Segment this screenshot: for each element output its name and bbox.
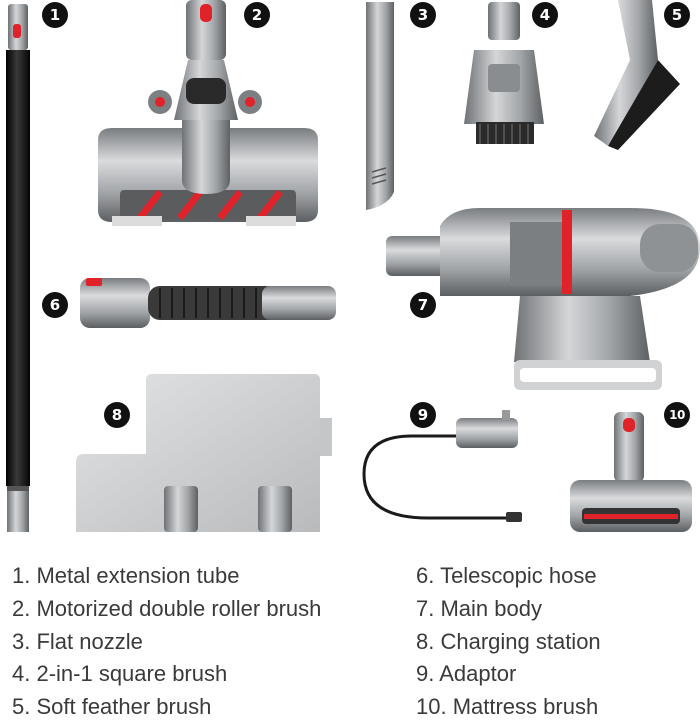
- telescopic-hose: [80, 278, 336, 328]
- legend-item: 2. Motorized double roller brush: [12, 595, 322, 621]
- legend-item: 4. 2-in-1 square brush: [12, 661, 228, 687]
- legend-item: 3. Flat nozzle: [12, 628, 143, 654]
- badge-5: 5: [664, 2, 690, 28]
- product-illustration: [6, 0, 700, 532]
- charging-station: [76, 374, 332, 532]
- badge-label: 2: [251, 5, 263, 24]
- badge-1: 1: [42, 2, 68, 28]
- square-brush: [464, 2, 544, 144]
- legend-column-right: 6. Telescopic hose 7. Main body 8. Charg…: [416, 560, 601, 724]
- legend-item: 5. Soft feather brush: [12, 694, 212, 720]
- mattress-brush: [570, 412, 692, 532]
- motorized-roller-brush: [98, 0, 318, 226]
- legend-item: 10. Mattress brush: [416, 694, 599, 720]
- badge-label: 3: [417, 5, 429, 24]
- badge-4: 4: [532, 2, 558, 28]
- legend-item: 9. Adaptor: [416, 661, 517, 687]
- main-body: [386, 208, 700, 390]
- badge-9: 9: [410, 402, 436, 428]
- badge-8: 8: [104, 402, 130, 428]
- parts-legend: 1. Metal extension tube 2. Motorized dou…: [0, 560, 700, 719]
- badge-label: 9: [417, 405, 429, 424]
- legend-column-left: 1. Metal extension tube 2. Motorized dou…: [12, 560, 321, 724]
- badge-6: 6: [42, 292, 68, 318]
- badge-3: 3: [410, 2, 436, 28]
- badge-2: 2: [244, 2, 270, 28]
- flat-nozzle: [366, 2, 394, 210]
- feather-brush: [594, 0, 680, 150]
- badge-label: 7: [417, 295, 429, 314]
- badge-10: 10: [664, 402, 690, 428]
- badge-label: 10: [669, 408, 685, 422]
- legend-item: 7. Main body: [416, 595, 542, 621]
- badge-label: 1: [49, 5, 61, 24]
- metal-extension-tube: [6, 4, 30, 532]
- badge-7: 7: [410, 292, 436, 318]
- legend-item: 1. Metal extension tube: [12, 563, 240, 588]
- badge-label: 5: [671, 5, 683, 24]
- legend-item: 8. Charging station: [416, 628, 601, 654]
- badge-label: 8: [111, 405, 123, 424]
- badge-label: 4: [539, 5, 551, 24]
- legend-item: 6. Telescopic hose: [416, 563, 597, 588]
- badge-label: 6: [49, 295, 61, 314]
- adaptor: [362, 410, 522, 522]
